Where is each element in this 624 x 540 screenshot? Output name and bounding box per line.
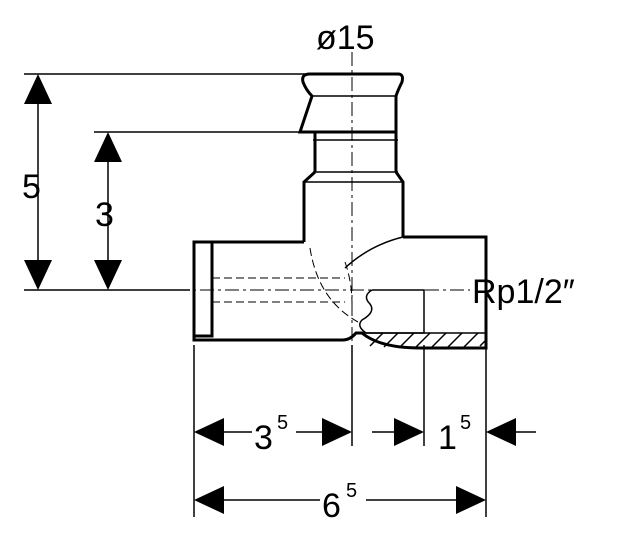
center-lines (150, 52, 470, 348)
dimension-6-5: 6 5 (194, 480, 486, 525)
dim-label-1-5-exp: 5 (460, 412, 471, 434)
outlet-diameter-label: ø15 (316, 19, 375, 57)
dim-label-5: 5 (22, 168, 41, 206)
dim-label-3-5-exp: 5 (277, 412, 288, 434)
dim-label-3-5-base: 3 (254, 419, 273, 457)
thread-label: Rp1/2″ (472, 273, 575, 311)
press-socket-top (297, 72, 404, 134)
dimension-height-5: 5 (22, 74, 52, 290)
dim-label-3: 3 (95, 196, 114, 234)
dim-label-6-5-base: 6 (322, 487, 341, 525)
dimension-height-3: 3 (94, 132, 122, 290)
dim-label-6-5-exp: 5 (346, 480, 357, 502)
dimension-3-5: 3 5 (194, 412, 352, 457)
fitting-body (192, 72, 488, 350)
dimension-1-5: 1 5 (372, 412, 536, 457)
thread-hatching (362, 332, 487, 348)
extension-lines (24, 73, 487, 517)
dim-label-1-5-base: 1 (438, 419, 457, 457)
